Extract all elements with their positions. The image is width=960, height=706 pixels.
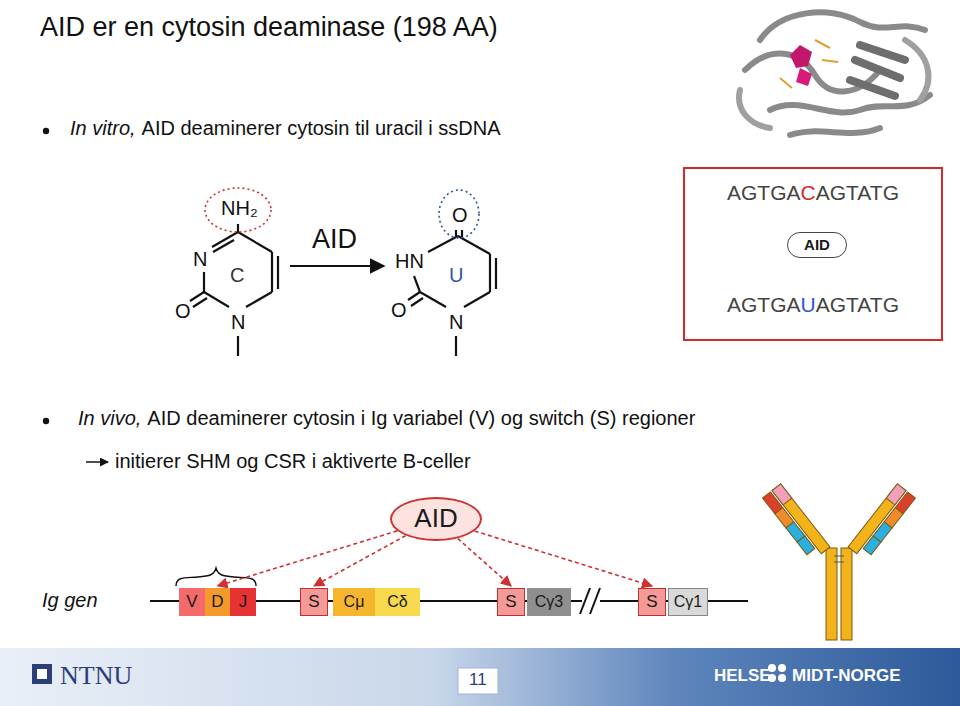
highlight-ellipse: [205, 188, 271, 232]
node-text: AID: [414, 504, 457, 534]
implies-arrow: [86, 461, 108, 463]
base: T: [757, 293, 770, 316]
enzyme-label: AID: [312, 224, 357, 255]
slide-title: AID er en cytosin deaminase (198 AA): [40, 12, 498, 43]
node-text: V: [186, 592, 197, 612]
base: A: [816, 293, 830, 316]
dna-sequence: AGTGAUAGTATG: [685, 293, 941, 317]
atom-label: O: [391, 299, 407, 322]
bullet-text: AID deaminerer cytosin til uracil i ssDN…: [142, 117, 501, 140]
atom-label: C: [230, 264, 244, 287]
node-text: S: [308, 592, 319, 612]
switch-region: S: [638, 588, 666, 616]
dashed-arrow: [218, 531, 398, 586]
dna-sequence: AGTGACAGTATG: [685, 181, 941, 205]
atom-label: NH₂: [221, 197, 258, 220]
constant-region: Cμ: [333, 588, 375, 616]
atom-label: N: [193, 248, 207, 271]
switch-region: S: [497, 588, 525, 616]
base: G: [741, 181, 757, 204]
base: G: [741, 293, 757, 316]
gene-segment: V: [179, 588, 205, 616]
page-number: 11: [469, 670, 487, 690]
bullet-text: In vivo,: [78, 407, 141, 430]
node-text: Cγ3: [535, 593, 563, 611]
base: A: [816, 181, 830, 204]
atom-label: HN: [395, 250, 424, 273]
protein-structure: [739, 12, 930, 135]
atom-label: O: [175, 300, 191, 323]
highlight-ellipse: [439, 190, 479, 238]
base: A: [787, 293, 801, 316]
page-number-box: [458, 668, 498, 694]
node-text: S: [646, 592, 657, 612]
bullet-text: AID deaminerer cytosin i Ig variabel (V)…: [147, 407, 695, 430]
base: T: [846, 181, 857, 204]
vdj-bracket: [176, 568, 256, 586]
logo-text: MIDT-NORGE: [792, 666, 901, 686]
dashed-arrow: [475, 531, 652, 586]
active-site: [780, 40, 838, 88]
base: T: [846, 293, 857, 316]
atom-label: N: [231, 311, 245, 334]
logo-text: NTNU: [60, 661, 132, 691]
row-label: Ig gen: [42, 589, 98, 612]
bullet-text: initierer SHM og CSR i aktiverte B-celle…: [115, 450, 471, 473]
gene-segment: D: [205, 588, 230, 616]
base: U: [801, 293, 816, 316]
dashed-arrow: [458, 538, 511, 586]
base: A: [857, 181, 869, 204]
base: A: [727, 293, 741, 316]
uracil-structure: [408, 230, 496, 356]
node-text: Cγ1: [674, 593, 702, 611]
enzyme-ellipse: AID: [390, 497, 482, 541]
node-text: AID: [804, 236, 830, 253]
base: G: [883, 181, 899, 204]
enzyme-pill: AID: [787, 232, 847, 258]
ntnu-logo-mark: [37, 669, 47, 679]
base: A: [857, 293, 869, 316]
node-text: J: [239, 592, 248, 612]
base: T: [757, 181, 770, 204]
logo-text: HELSE: [714, 666, 771, 686]
node-text: Cμ: [344, 593, 365, 611]
bullet-text: In vitro,: [70, 117, 136, 140]
base: G: [830, 293, 846, 316]
sequence-box: AGTGACAGTATGAGTGAUAGTATGAID: [683, 167, 943, 341]
gene-segment: J: [230, 588, 256, 616]
base: A: [727, 181, 741, 204]
base: G: [770, 181, 786, 204]
atom-label: N: [449, 311, 463, 334]
constant-region: Cγ3: [527, 588, 571, 616]
base: T: [870, 181, 883, 204]
base: C: [801, 181, 816, 204]
node-text: S: [505, 592, 516, 612]
antibody-illustration: [763, 484, 916, 640]
constant-region: Cγ1: [668, 588, 708, 616]
bullet: [43, 128, 49, 134]
constant-region: Cδ: [375, 588, 420, 616]
node-text: D: [211, 592, 223, 612]
atom-label: O: [452, 204, 468, 227]
node-text: Cδ: [387, 593, 407, 611]
base: G: [883, 293, 899, 316]
helse-dots: [768, 664, 786, 682]
base: A: [787, 181, 801, 204]
ntnu-logo-mark: [32, 664, 52, 684]
cytosine-structure: [190, 224, 278, 356]
switch-region: S: [300, 588, 328, 616]
base: G: [770, 293, 786, 316]
bullet: [43, 418, 49, 424]
base: G: [830, 181, 846, 204]
footer-band: [0, 648, 960, 706]
reaction-arrow: [290, 265, 384, 267]
atom-label: U: [449, 264, 463, 287]
base: T: [870, 293, 883, 316]
dashed-arrow: [314, 536, 406, 586]
